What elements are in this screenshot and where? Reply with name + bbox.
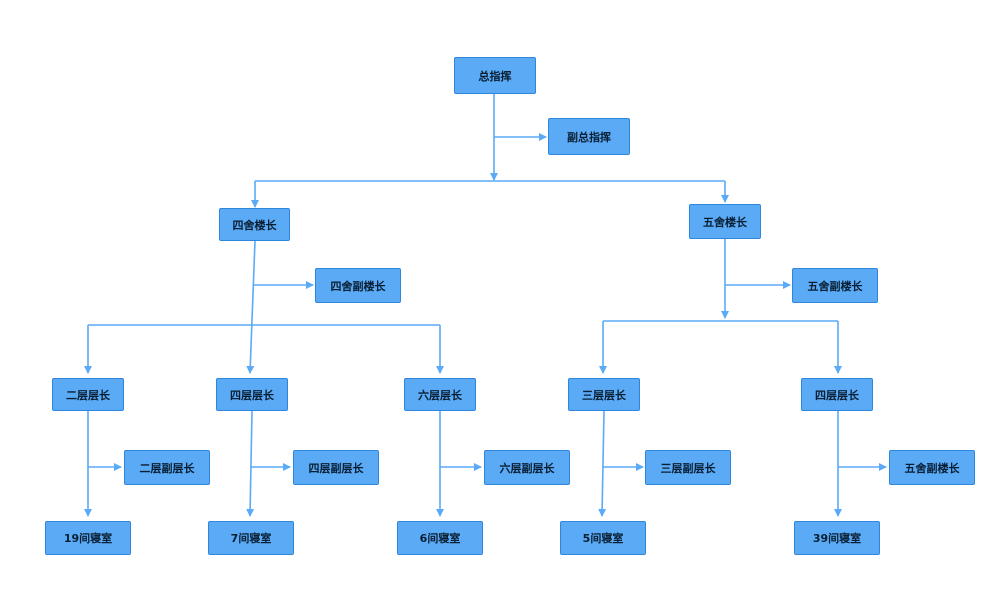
node-b4-floor4-deputy[interactable]: 四层副层长: [293, 450, 379, 485]
edge-b5-floor3-rooms: [598, 410, 607, 517]
node-b5-floor3-head[interactable]: 三层层长: [568, 378, 640, 411]
node-deputy-commander[interactable]: 副总指挥: [548, 118, 630, 155]
node-b4-floor2-head[interactable]: 二层层长: [52, 378, 124, 411]
node-b5-floor4-rooms[interactable]: 39间寝室: [794, 521, 880, 555]
edge-b4-floor4-rooms: [246, 410, 255, 517]
node-commander[interactable]: 总指挥: [454, 57, 536, 94]
node-b4-floor2-rooms[interactable]: 19间寝室: [45, 521, 131, 555]
node-b5-floor4-head[interactable]: 四层层长: [801, 378, 873, 411]
edge-building4-trunk: [246, 240, 256, 374]
node-b4-floor2-deputy[interactable]: 二层副层长: [124, 450, 210, 485]
node-b4-floor6-deputy[interactable]: 六层副层长: [484, 450, 570, 485]
node-b5-floor4-deputy[interactable]: 五舍副楼长: [889, 450, 975, 485]
node-building5-head[interactable]: 五舍楼长: [689, 204, 761, 239]
node-b4-floor4-rooms[interactable]: 7间寝室: [208, 521, 294, 555]
node-b4-floor6-head[interactable]: 六层层长: [404, 378, 476, 411]
node-b5-floor3-deputy[interactable]: 三层副层长: [645, 450, 731, 485]
node-building5-deputy[interactable]: 五舍副楼长: [792, 268, 878, 303]
node-b4-floor6-rooms[interactable]: 6间寝室: [397, 521, 483, 555]
node-building4-head[interactable]: 四舍楼长: [219, 208, 290, 241]
node-b4-floor4-head[interactable]: 四层层长: [216, 378, 288, 411]
node-b5-floor3-rooms[interactable]: 5间寝室: [560, 521, 646, 555]
node-building4-deputy[interactable]: 四舍副楼长: [315, 268, 401, 303]
